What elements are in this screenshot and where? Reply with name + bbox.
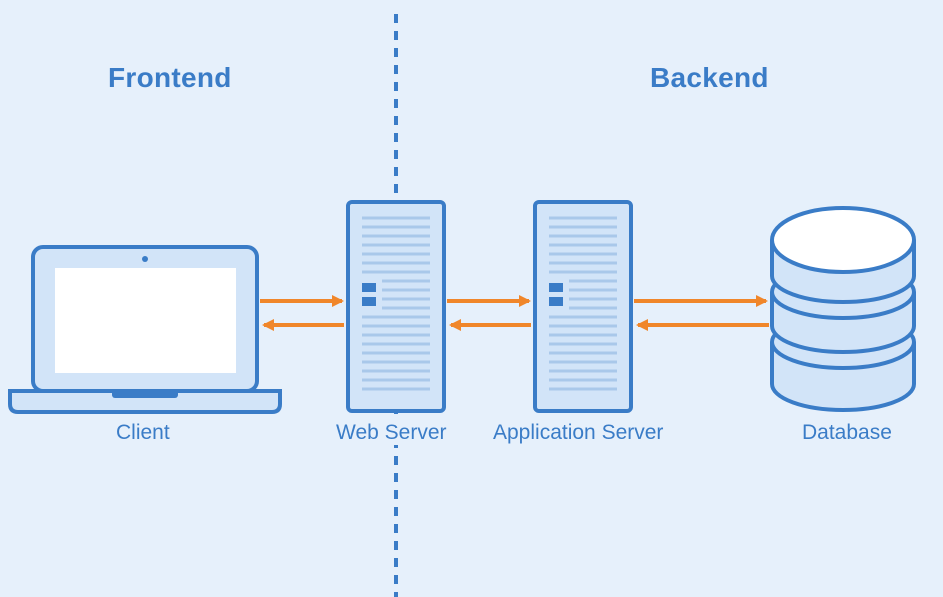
database-label: Database <box>802 421 892 444</box>
laptop-icon <box>8 245 282 414</box>
web-server-label: Web Server <box>334 421 449 445</box>
frontend-heading: Frontend <box>108 62 232 93</box>
client-label: Client <box>116 421 170 444</box>
database-icon <box>770 206 916 412</box>
backend-heading: Backend <box>650 62 769 93</box>
web-server-icon <box>346 200 446 413</box>
application-server-icon <box>533 200 633 413</box>
application-server-label: Application Server <box>493 421 664 444</box>
